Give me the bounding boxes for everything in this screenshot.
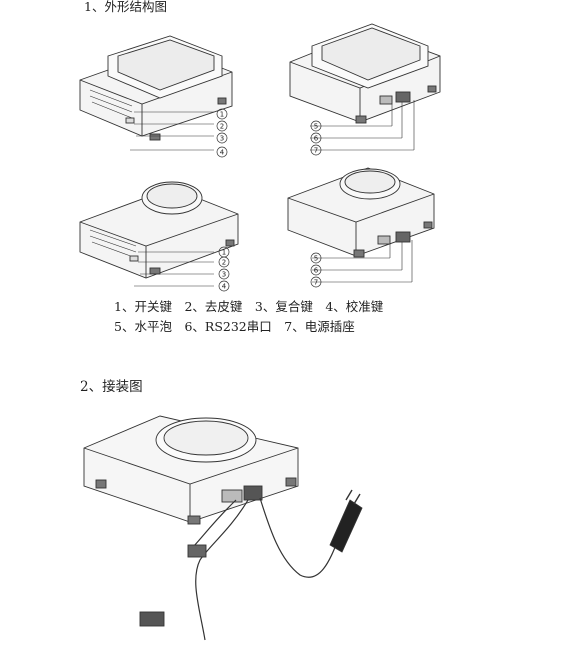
- callout-number: 3: [222, 271, 226, 279]
- legend-line-1: 1、开关键 2、去皮键 3、复合键 4、校准键: [114, 299, 384, 314]
- connection-figure: [83, 415, 363, 641]
- legend-line-2: 5、水平泡 6、RS232串口 7、电源插座: [114, 319, 355, 334]
- callouts-1-4-bottom: [218, 246, 230, 292]
- balance-rear-round-pan-figure: [287, 167, 435, 283]
- balance-front-square-pan-figure: [79, 35, 233, 151]
- callout-number: 1: [220, 111, 224, 119]
- callout-number: 5: [314, 255, 318, 263]
- callout-number: 2: [220, 123, 224, 131]
- callout-number: 6: [314, 135, 319, 143]
- callout-labels: 1 2 3 4 5 6 7 1 2 3 4 5 6 7: [220, 111, 319, 291]
- callout-number: 2: [222, 259, 226, 267]
- balance-front-round-pan-figure: [79, 181, 239, 287]
- callout-number: 5: [314, 123, 318, 131]
- balance-rear-square-pan-figure: [289, 23, 441, 151]
- callout-number: 4: [222, 283, 227, 291]
- callout-number: 7: [314, 147, 318, 155]
- callout-number: 3: [220, 135, 224, 143]
- callouts-5-7-bottom: [310, 252, 322, 288]
- callout-number: 7: [314, 279, 318, 287]
- callouts-5-7-top: [310, 120, 322, 156]
- section-2-heading: 2、接装图: [80, 379, 143, 395]
- callout-number: 1: [222, 249, 226, 257]
- callout-number: 6: [314, 267, 319, 275]
- section-1-heading: 1、外形结构图: [84, 0, 167, 14]
- callout-number: 4: [220, 149, 225, 157]
- callouts-1-4-top: [216, 108, 228, 158]
